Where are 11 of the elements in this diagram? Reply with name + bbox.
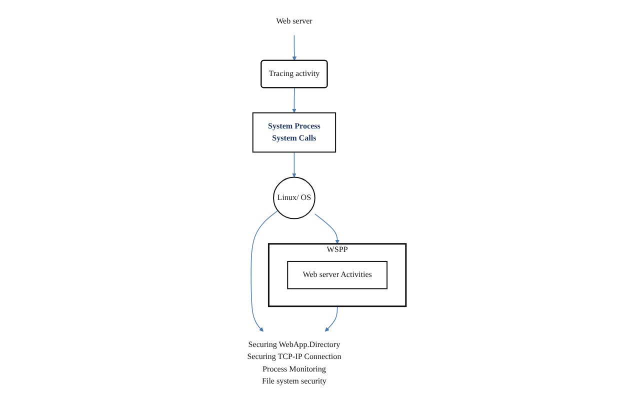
arrow bbox=[250, 210, 278, 332]
arrow bbox=[314, 214, 340, 244]
arrow bbox=[292, 34, 297, 61]
node-text: Securing WebApp.Directory Securing TCP-IP Connection Process Monitoring File system security bbox=[247, 340, 342, 386]
node-circle: Linux/ OS bbox=[273, 176, 316, 220]
arrow bbox=[324, 306, 338, 332]
arrow bbox=[292, 88, 296, 113]
arrow bbox=[292, 152, 296, 178]
node-box: System Process System Calls bbox=[252, 112, 336, 153]
node-text: Web server bbox=[276, 17, 312, 26]
node-box: Web server Activities bbox=[287, 260, 388, 290]
